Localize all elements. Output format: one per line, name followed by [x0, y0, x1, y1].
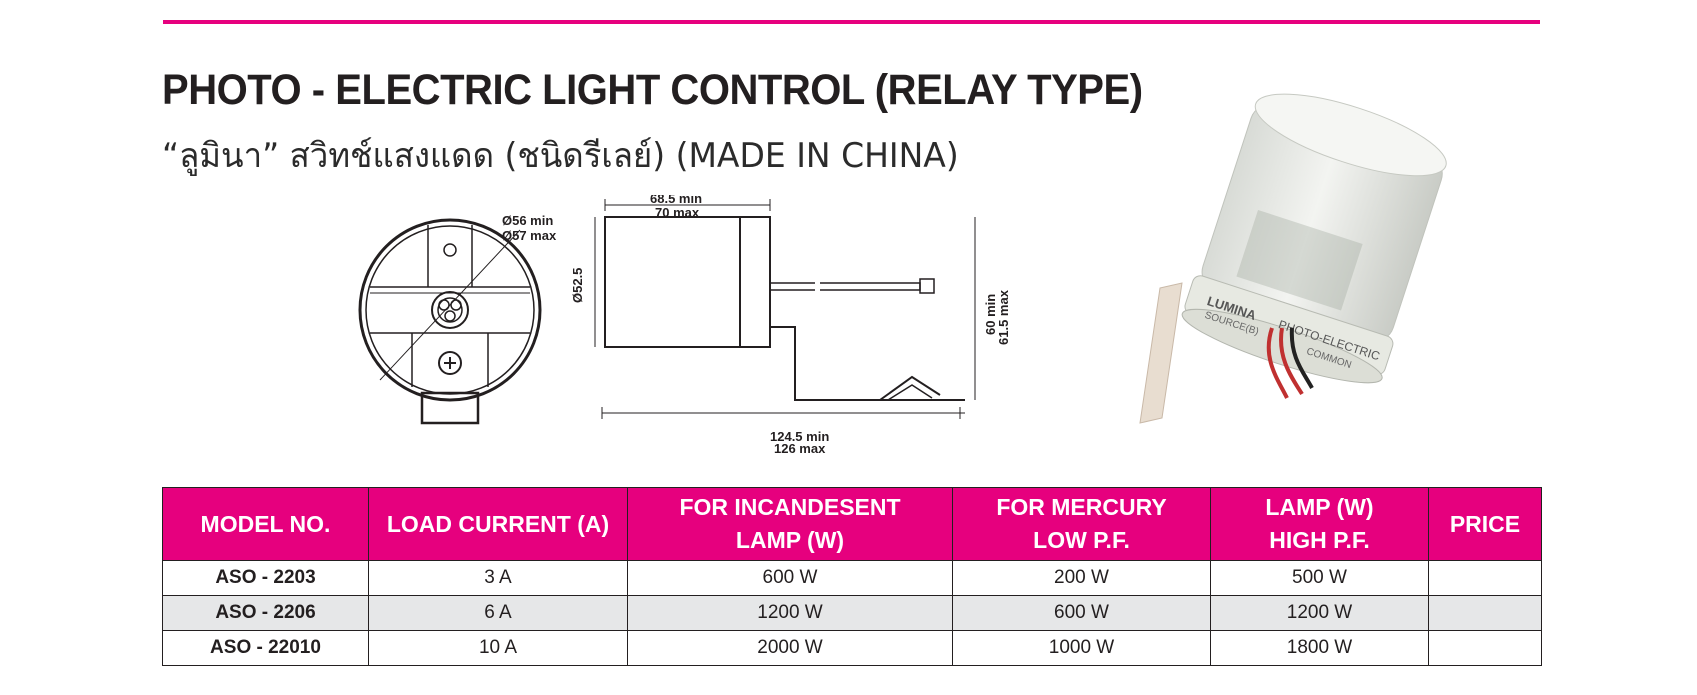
header-label: LOAD CURRENT (A)	[386, 510, 610, 537]
cell-incandescent: 1200 W	[627, 595, 953, 631]
side-view	[594, 199, 976, 419]
height-min-label: 60 min	[983, 294, 998, 335]
cell-current: 3 A	[368, 560, 628, 596]
side-body-dia-label: Ø52.5	[570, 268, 585, 303]
dimension-drawing: Ø56 min Ø57 max 68.5 min 70 max Ø52.5 60…	[358, 195, 1011, 456]
page-title: PHOTO - ELECTRIC LIGHT CONTROL (RELAY TY…	[162, 66, 1143, 114]
header-label: LAMP (W)	[1265, 494, 1374, 520]
cell-mercury-low: 1000 W	[952, 630, 1211, 666]
header-label-line2: LAMP (W)	[735, 527, 845, 553]
side-len-max-label: 70 max	[655, 205, 700, 220]
cell-current: 6 A	[368, 595, 628, 631]
top-accent-rule	[163, 20, 1540, 24]
header-price: PRICE	[1428, 487, 1542, 561]
side-len-min-label: 68.5 min	[650, 195, 702, 206]
table-header-row: MODEL NO. LOAD CURRENT (A) FOR INCANDESE…	[162, 487, 1542, 561]
front-view	[358, 218, 542, 425]
cell-model: ASO - 22010	[162, 630, 369, 666]
total-len-min-label: 124.5 min	[770, 429, 829, 444]
header-label: FOR INCANDESENT	[679, 494, 901, 520]
header-label-line2: HIGH P.F.	[1269, 527, 1370, 553]
cell-price	[1428, 630, 1542, 666]
header-model: MODEL NO.	[162, 487, 369, 561]
header-label: PRICE	[1449, 510, 1521, 537]
product-photo: LUMINA PHOTO-ELECTRIC SOURCE(B) COMMON	[1139, 93, 1447, 424]
page-subtitle: “ลูมินา” สวิทช์แสงแดด (ชนิดรีเลย์) (MADE…	[162, 136, 959, 176]
cell-model: ASO - 2206	[162, 595, 369, 631]
cell-incandescent: 2000 W	[627, 630, 953, 666]
header-load-current: LOAD CURRENT (A)	[368, 487, 628, 561]
header-label-line2: LOW P.F.	[1033, 527, 1130, 553]
cell-mercury-low: 200 W	[952, 560, 1211, 596]
cell-price	[1428, 560, 1542, 596]
spec-table: MODEL NO. LOAD CURRENT (A) FOR INCANDESE…	[162, 487, 1542, 666]
cell-lamp-high: 1800 W	[1210, 630, 1429, 666]
header-label: FOR MERCURY	[996, 494, 1167, 520]
cell-model: ASO - 2203	[162, 560, 369, 596]
header-lamp-high: LAMP (W) HIGH P.F.	[1210, 487, 1429, 561]
height-max-label: 61.5 max	[996, 289, 1011, 345]
cell-mercury-low: 600 W	[952, 595, 1211, 631]
cell-lamp-high: 500 W	[1210, 560, 1429, 596]
table-row: ASO - 2203 3 A 600 W 200 W 500 W	[162, 560, 1542, 596]
front-dia-max-label: Ø57 max	[502, 228, 557, 243]
front-dia-min-label: Ø56 min	[502, 213, 553, 228]
cell-current: 10 A	[368, 630, 628, 666]
cell-lamp-high: 1200 W	[1210, 595, 1429, 631]
header-incandescent: FOR INCANDESENT LAMP (W)	[627, 487, 953, 561]
table-row: ASO - 22010 10 A 2000 W 1000 W 1800 W	[162, 630, 1542, 666]
total-len-max-label: 126 max	[774, 441, 826, 456]
cell-price	[1428, 595, 1542, 631]
header-mercury-low: FOR MERCURY LOW P.F.	[952, 487, 1211, 561]
table-row: ASO - 2206 6 A 1200 W 600 W 1200 W	[162, 595, 1542, 631]
cell-incandescent: 600 W	[627, 560, 953, 596]
header-label: MODEL NO.	[200, 510, 331, 537]
